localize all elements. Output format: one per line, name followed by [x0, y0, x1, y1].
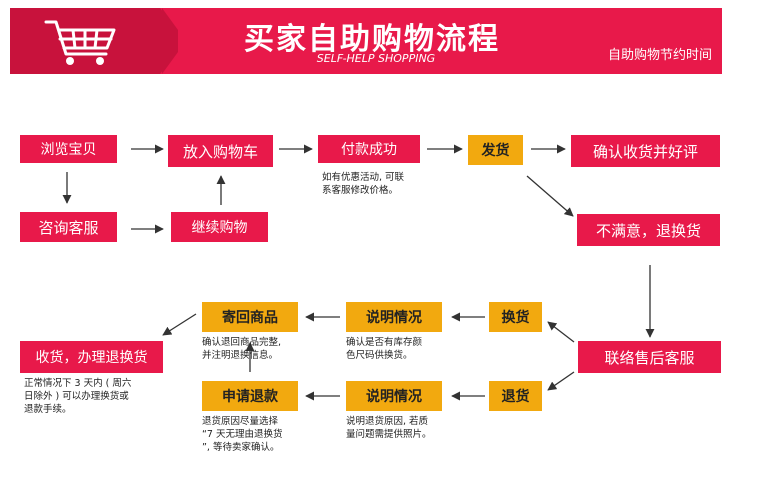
note-receive: 正常情况下 3 天内 ( 周六 日除外 ) 可以办理换货或 退款手续。	[24, 378, 132, 415]
step-add-to-cart: 放入购物车	[168, 135, 273, 167]
note-apply-refund: 退货原因尽量选择 “7 天无理由退换货 ”, 等待卖家确认。	[202, 416, 283, 453]
step-refund: 退货	[489, 381, 542, 411]
step-payment-success: 付款成功	[318, 135, 420, 163]
arrow-shipped-to-unsatisfied	[526, 175, 574, 217]
step-unsatisfied-return: 不满意，退换货	[577, 214, 720, 246]
page-title: 买家自助购物流程	[244, 22, 500, 57]
step-send-back-goods: 寄回商品	[202, 302, 298, 332]
step-receive-process: 收货，办理退换货	[20, 341, 163, 373]
note-payment: 如有优惠活动, 可联 系客服修改价格。	[322, 172, 405, 196]
step-contact-after-sales: 联络售后客服	[578, 341, 721, 373]
subtitle-english: SELF-HELP SHOPPING	[316, 52, 436, 65]
step-explain-refund: 说明情况	[346, 381, 442, 411]
step-consult-service: 咨询客服	[20, 212, 117, 242]
step-explain-exchange: 说明情况	[346, 302, 442, 332]
arrow-contact-to-exchange	[547, 321, 575, 343]
note-refund: 说明退货原因, 若质 量问题需提供照片。	[346, 416, 432, 440]
arrow-sendback-to-receive	[162, 313, 197, 336]
subtitle-slogan: 自助购物节约时间	[607, 48, 712, 63]
step-confirm-receipt: 确认收货并好评	[571, 135, 720, 167]
step-shipped: 发货	[468, 135, 523, 165]
cart-panel	[10, 8, 178, 74]
arrow-contact-to-refund	[547, 371, 575, 391]
step-apply-refund: 申请退款	[202, 381, 298, 411]
step-continue-shopping: 继续购物	[171, 212, 268, 242]
note-send-back: 确认退回商品完整, 并注明退换信息。	[202, 337, 282, 361]
note-exchange: 确认是否有库存颜 色尺码供换货。	[346, 337, 423, 361]
step-exchange: 换货	[489, 302, 542, 332]
step-browse: 浏览宝贝	[20, 135, 117, 163]
shopping-cart-icon	[44, 8, 178, 74]
